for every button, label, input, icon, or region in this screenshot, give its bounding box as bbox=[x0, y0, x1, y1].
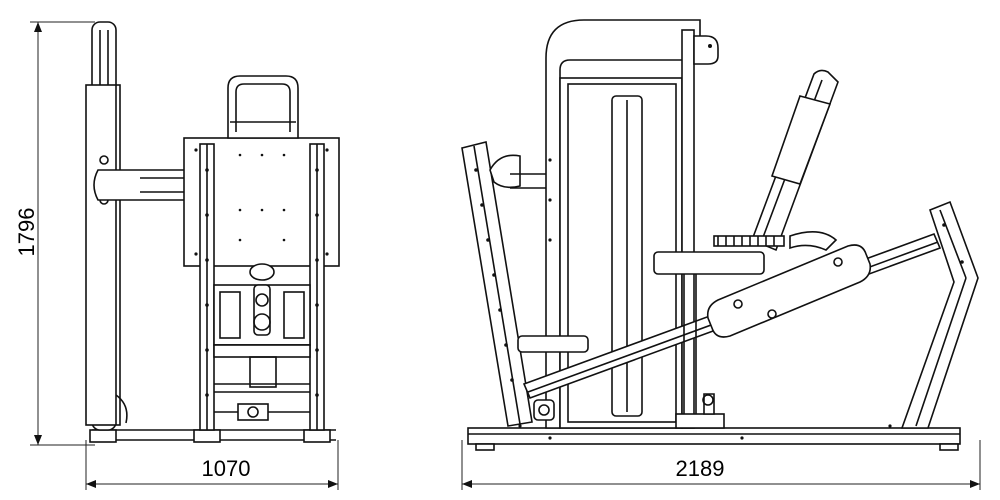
front-left-upright bbox=[85, 21, 128, 431]
side-view bbox=[461, 19, 979, 451]
side-rear-support bbox=[900, 200, 979, 429]
front-foot-right bbox=[303, 429, 331, 443]
side-length-dimension-label: 2189 bbox=[676, 456, 725, 481]
side-seat-assembly bbox=[653, 69, 872, 420]
front-head-rest bbox=[227, 75, 299, 139]
front-inner-columns bbox=[199, 143, 325, 431]
height-dimension: 1796 bbox=[14, 21, 95, 446]
front-mechanism bbox=[213, 263, 311, 421]
front-width-dimension: 1070 bbox=[85, 440, 339, 490]
height-dimension-label: 1796 bbox=[14, 208, 39, 257]
side-front-upright bbox=[461, 141, 546, 427]
front-foot-middle bbox=[193, 429, 221, 443]
side-lower-pad bbox=[517, 335, 589, 421]
front-width-dimension-label: 1070 bbox=[202, 456, 251, 481]
front-view bbox=[85, 21, 340, 443]
side-bottom-fittings bbox=[518, 393, 892, 429]
front-foot-left bbox=[89, 429, 117, 443]
side-length-dimension: 2189 bbox=[461, 440, 981, 490]
side-base-frame bbox=[467, 427, 961, 451]
